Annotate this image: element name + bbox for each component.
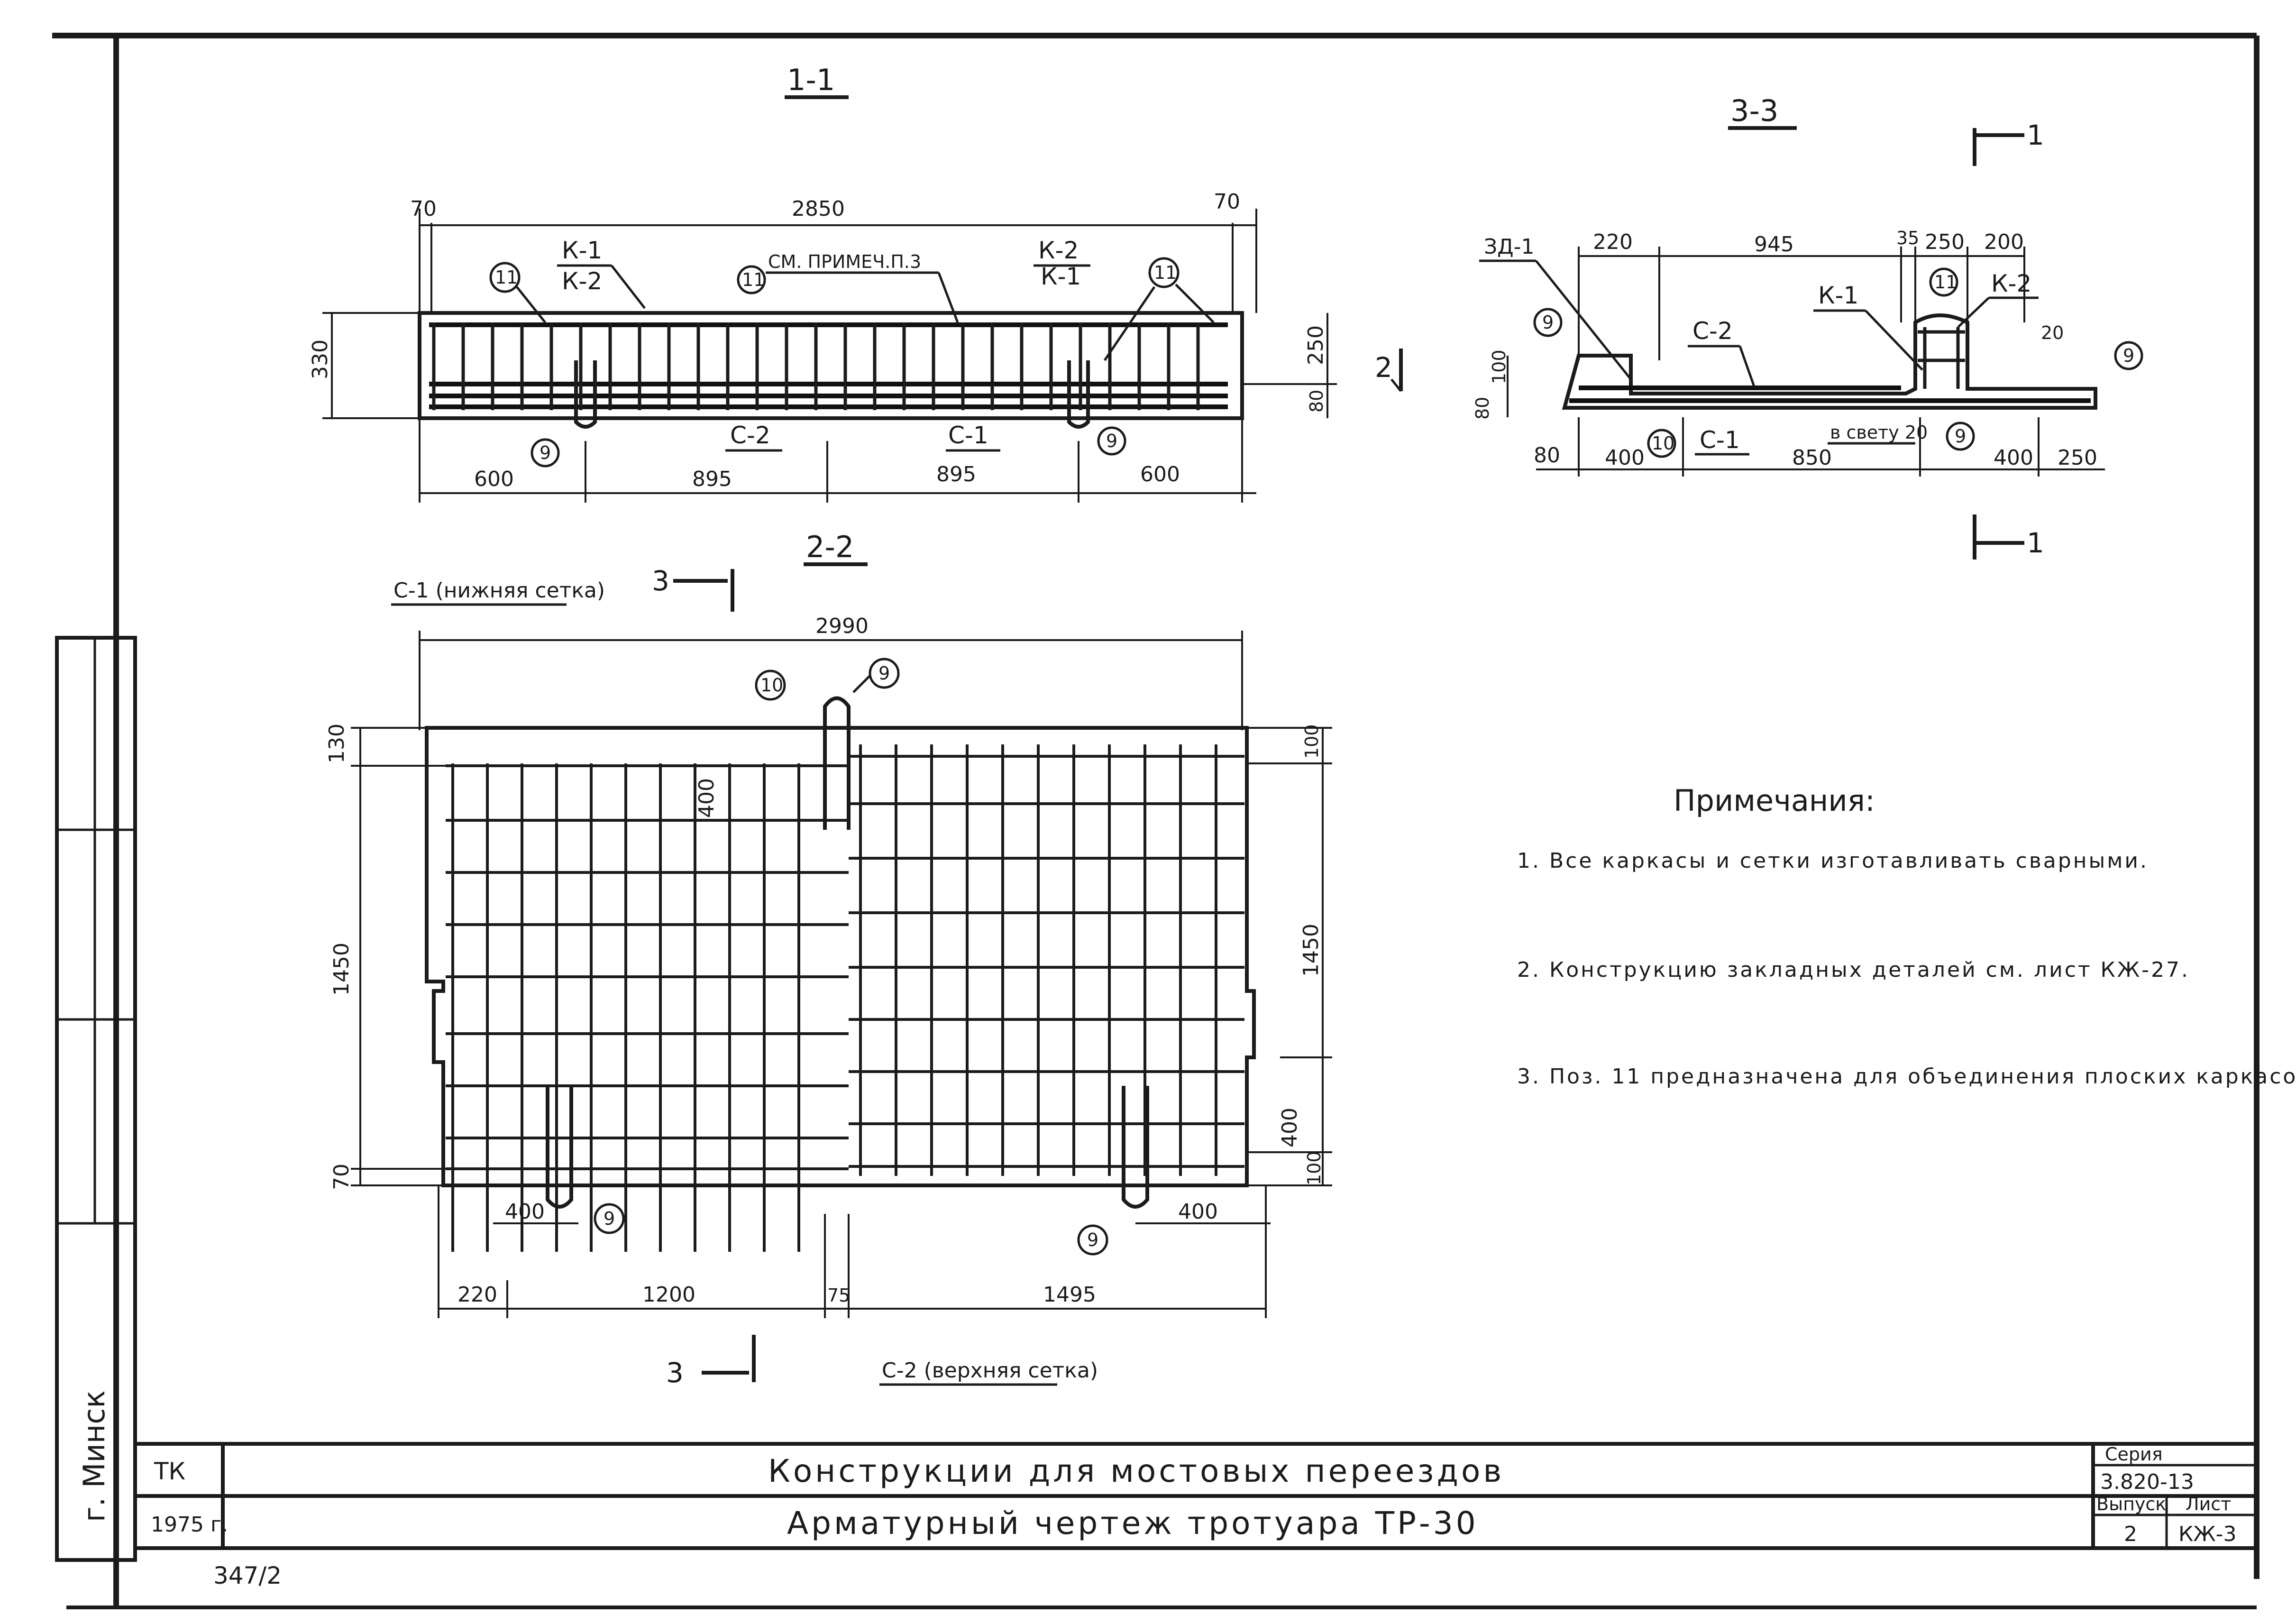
- notes-block: Примечания: 1. Все каркасы и сетки изгот…: [1517, 783, 2296, 1089]
- section-2-2: 2-2 3 3 С-1 (нижняя сетка) 2990 10 9: [325, 530, 1332, 1389]
- cut-1-bottom: 1: [2027, 527, 2044, 559]
- s11-pos-11-right: 11: [1154, 262, 1177, 283]
- note-1: 1. Все каркасы и сетки изготавливать сва…: [1517, 849, 2149, 873]
- s33-dim-35: 35: [1896, 228, 1919, 248]
- s22-dim-130: 130: [325, 724, 349, 763]
- s33-dim-220: 220: [1593, 230, 1633, 254]
- s33-dim-100-vert: 100: [1489, 349, 1509, 384]
- s33-pos-10: 10: [1652, 433, 1674, 454]
- tb-issue-label: Выпуск: [2096, 1494, 2166, 1514]
- s33-dim-945: 945: [1754, 232, 1794, 257]
- s33-dim-250a: 250: [1925, 230, 1965, 254]
- tb-issue-value: 2: [2124, 1522, 2137, 1546]
- s33-k1: К-1: [1818, 282, 1858, 309]
- s22-dim-220: 220: [457, 1283, 497, 1307]
- s33-clear-20: в свету 20: [1830, 422, 1928, 443]
- s11-pos-9-left: 9: [540, 442, 551, 463]
- section-3-3: 3-3 1 1 2 ЗД-1 220 945 35 250 200: [1375, 93, 2143, 560]
- notes-heading: Примечания:: [1674, 783, 1875, 818]
- s11-dim-600-left: 600: [474, 467, 514, 491]
- tb-org: ТК: [154, 1458, 185, 1485]
- s22-dim-400-botright: 400: [1178, 1200, 1218, 1224]
- s22-pos-9-left: 9: [604, 1208, 615, 1229]
- tb-title1: Конструкции для мостовых переездов: [768, 1453, 1504, 1489]
- s22-dim-1450-right: 1450: [1299, 924, 1323, 977]
- s22-dim-100-top: 100: [1301, 724, 1322, 759]
- s22-dim-100-bot: 100: [1304, 1151, 1325, 1185]
- s33-zd1: ЗД-1: [1484, 235, 1534, 259]
- side-stamp-strip: г. Минск: [55, 636, 137, 1562]
- cut-1-top: 1: [2027, 119, 2044, 151]
- s33-c1: С-1: [1700, 426, 1740, 454]
- s33-pos-11: 11: [1934, 272, 1957, 293]
- s22-dim-1200: 1200: [642, 1283, 695, 1307]
- s11-k1-bottom: К-1: [1041, 263, 1081, 290]
- s22-dim-2990: 2990: [815, 614, 869, 638]
- s11-dim-250: 250: [1304, 325, 1328, 365]
- s11-k1-top: К-1: [562, 237, 602, 264]
- s11-pos-11-mid: 11: [742, 269, 765, 290]
- s11-dim-895-left: 895: [692, 467, 732, 491]
- s22-dim-400-inner: 400: [695, 778, 719, 818]
- s22-pos-9-top: 9: [878, 663, 890, 684]
- side-city-label: г. Минск: [77, 1390, 111, 1522]
- s11-k2-bottom: К-2: [562, 267, 602, 295]
- cut-3-bottom: 3: [666, 1357, 684, 1389]
- tb-sheet-value: КЖ-3: [2178, 1522, 2237, 1546]
- tb-inventory: 347/2: [213, 1562, 282, 1589]
- s11-dim-left-70: 70: [410, 197, 437, 221]
- s11-dim-600-right: 600: [1140, 462, 1180, 486]
- s11-k2-top: К-2: [1038, 237, 1079, 264]
- s11-pos-11-left: 11: [495, 267, 518, 288]
- s33-dim-400a: 400: [1605, 446, 1645, 470]
- tb-series-label: Серия: [2105, 1444, 2163, 1465]
- s11-c1: С-1: [948, 422, 988, 449]
- tb-year: 1975 г.: [151, 1513, 228, 1537]
- s22-pos-10: 10: [760, 675, 783, 696]
- s22-c1-label: С-1 (нижняя сетка): [393, 578, 605, 603]
- s22-dim-400-botleft: 400: [505, 1200, 545, 1224]
- s33-pos-9-right: 9: [2123, 345, 2134, 366]
- s22-dim-400-right: 400: [1278, 1108, 1302, 1147]
- section-2-2-title: 2-2: [806, 530, 854, 564]
- s33-dim-400b: 400: [1994, 446, 2033, 470]
- s22-dim-1495: 1495: [1043, 1283, 1096, 1307]
- tb-sheet-label: Лист: [2186, 1494, 2231, 1514]
- s33-dim-80-bot: 80: [1534, 443, 1560, 468]
- s33-k2: К-2: [1991, 270, 2031, 297]
- section-1-1-title: 1-1: [787, 63, 835, 97]
- s33-pos-9-left: 9: [1542, 312, 1554, 333]
- note-3: 3. Поз. 11 предназначена для объединения…: [1517, 1064, 2296, 1089]
- s33-pos-9-bottom: 9: [1955, 426, 1966, 447]
- section-1-1: 1-1 70 2850 70 К-1 К-2 СМ. ПРИМЕЧ.П.3 К-…: [308, 63, 1337, 503]
- note-2: 2. Конструкцию закладных деталей см. лис…: [1517, 958, 2190, 982]
- tb-series-value: 3.820-13: [2100, 1470, 2194, 1494]
- s11-c2: С-2: [730, 422, 770, 449]
- s33-dim-250b: 250: [2058, 446, 2097, 470]
- title-block: ТК 1975 г. Конструкции для мостовых пере…: [135, 1442, 2257, 1589]
- s22-dim-70: 70: [329, 1164, 354, 1190]
- s22-pos-9-right: 9: [1087, 1229, 1098, 1250]
- cut-2: 2: [1375, 351, 1392, 384]
- tb-title2: Арматурный чертеж тротуара ТР-30: [787, 1505, 1479, 1541]
- s22-dim-1450-left: 1450: [329, 943, 354, 996]
- s11-dim-right-70: 70: [1214, 190, 1240, 214]
- s33-dim-80-vert: 80: [1472, 397, 1493, 420]
- s11-dim-2850: 2850: [792, 197, 845, 221]
- s22-dim-75: 75: [827, 1285, 850, 1306]
- s33-dim-850: 850: [1792, 446, 1832, 470]
- s33-dim-20: 20: [2041, 322, 2064, 343]
- s11-see-note: СМ. ПРИМЕЧ.П.3: [768, 251, 921, 272]
- s11-dim-895-right: 895: [936, 462, 976, 486]
- s11-pos-9-right: 9: [1106, 431, 1117, 451]
- s11-dim-330: 330: [308, 339, 332, 379]
- cut-3-top: 3: [652, 565, 669, 597]
- s33-dim-200: 200: [1984, 230, 2024, 254]
- s11-dim-80: 80: [1306, 390, 1327, 413]
- s33-c2: С-2: [1692, 317, 1733, 345]
- s22-c2-label: С-2 (верхняя сетка): [882, 1358, 1098, 1383]
- section-3-3-title: 3-3: [1730, 93, 1778, 128]
